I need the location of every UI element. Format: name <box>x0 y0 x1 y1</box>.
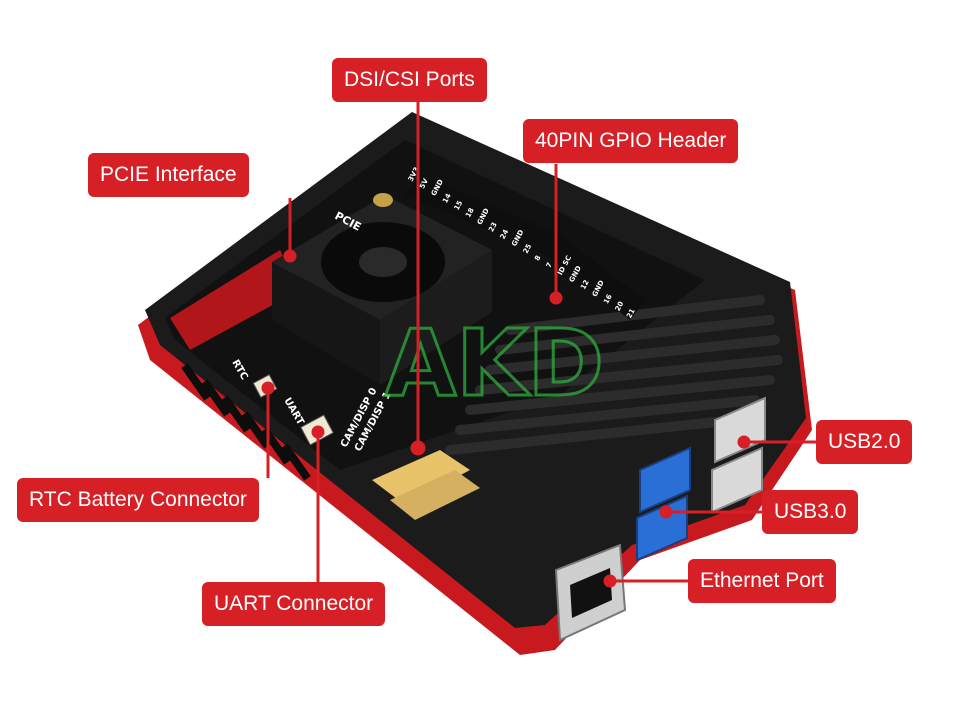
callout-ethernet-port: Ethernet Port <box>688 559 836 603</box>
callout-rtc-battery-connector: RTC Battery Connector <box>17 478 259 522</box>
gpio-pin-label: 20 <box>614 300 626 312</box>
gpio-pin-label: 23 <box>487 221 499 233</box>
left-vent-fins <box>181 363 311 481</box>
gpio-pin-label: 7 <box>545 261 554 269</box>
camera-connectors <box>372 450 480 520</box>
callout-dsi-csi-ports: DSI/CSI Ports <box>332 58 487 102</box>
cooling-fan <box>272 193 492 385</box>
internal-red-area <box>170 250 300 350</box>
gpio-pin-label: 8 <box>533 254 542 262</box>
ethernet-port <box>554 543 627 642</box>
callout-uart-connector: UART Connector <box>202 582 386 626</box>
gpio-pin-label: 24 <box>499 228 511 240</box>
callout-usb2: USB2.0 <box>816 420 913 464</box>
gpio-pin-label: 15 <box>453 199 465 211</box>
callout-40pin-gpio-header: 40PIN GPIO Header <box>523 119 739 163</box>
callout-pcie-interface: PCIE Interface <box>88 153 249 197</box>
usb2-ports <box>711 396 766 514</box>
gpio-pin-label: 12 <box>579 278 591 290</box>
gpio-pin-label: 14 <box>441 192 453 204</box>
gpio-pin-label: 18 <box>464 206 476 218</box>
gpio-pin-label: 25 <box>522 242 534 254</box>
gpio-pin-label: 16 <box>602 293 614 305</box>
heatsink-fins <box>445 295 783 455</box>
leader-lines <box>261 102 816 588</box>
gpio-pin-label: 21 <box>625 307 637 319</box>
watermark: AKD <box>385 310 604 417</box>
callout-usb3: USB3.0 <box>762 490 859 534</box>
gpio-header <box>405 175 645 320</box>
